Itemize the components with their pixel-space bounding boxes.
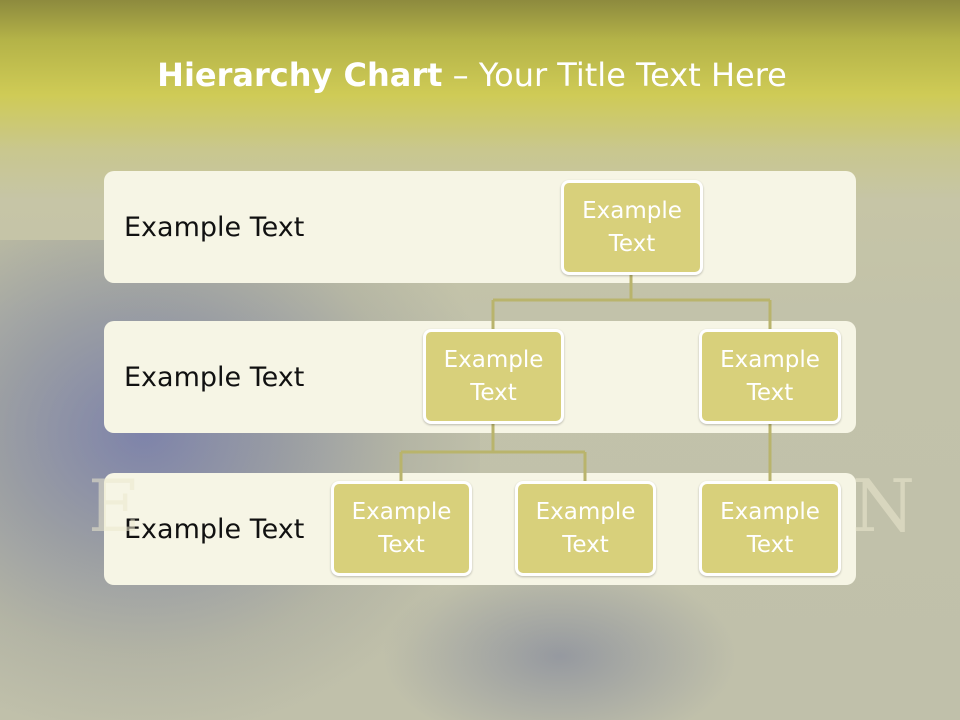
background-letter-right: N [852, 464, 915, 548]
band-label-level-3: Example Text [124, 513, 305, 545]
slide-title: Hierarchy Chart – Your Title Text Here [0, 56, 944, 94]
node-level3-c[interactable]: Example Text [699, 481, 841, 576]
node-level2-left[interactable]: Example Text [423, 329, 564, 424]
band-label-level-1: Example Text [124, 211, 305, 243]
title-bold: Hierarchy Chart [157, 56, 443, 94]
band-label-level-2: Example Text [124, 361, 305, 393]
node-root[interactable]: Example Text [561, 180, 703, 275]
background-letter-left: E [88, 464, 141, 548]
band-level-1: Example Text [104, 171, 856, 283]
node-level3-b[interactable]: Example Text [515, 481, 656, 576]
node-level3-a[interactable]: Example Text [331, 481, 472, 576]
node-level2-right[interactable]: Example Text [699, 329, 841, 424]
title-rest: – Your Title Text Here [442, 56, 787, 94]
